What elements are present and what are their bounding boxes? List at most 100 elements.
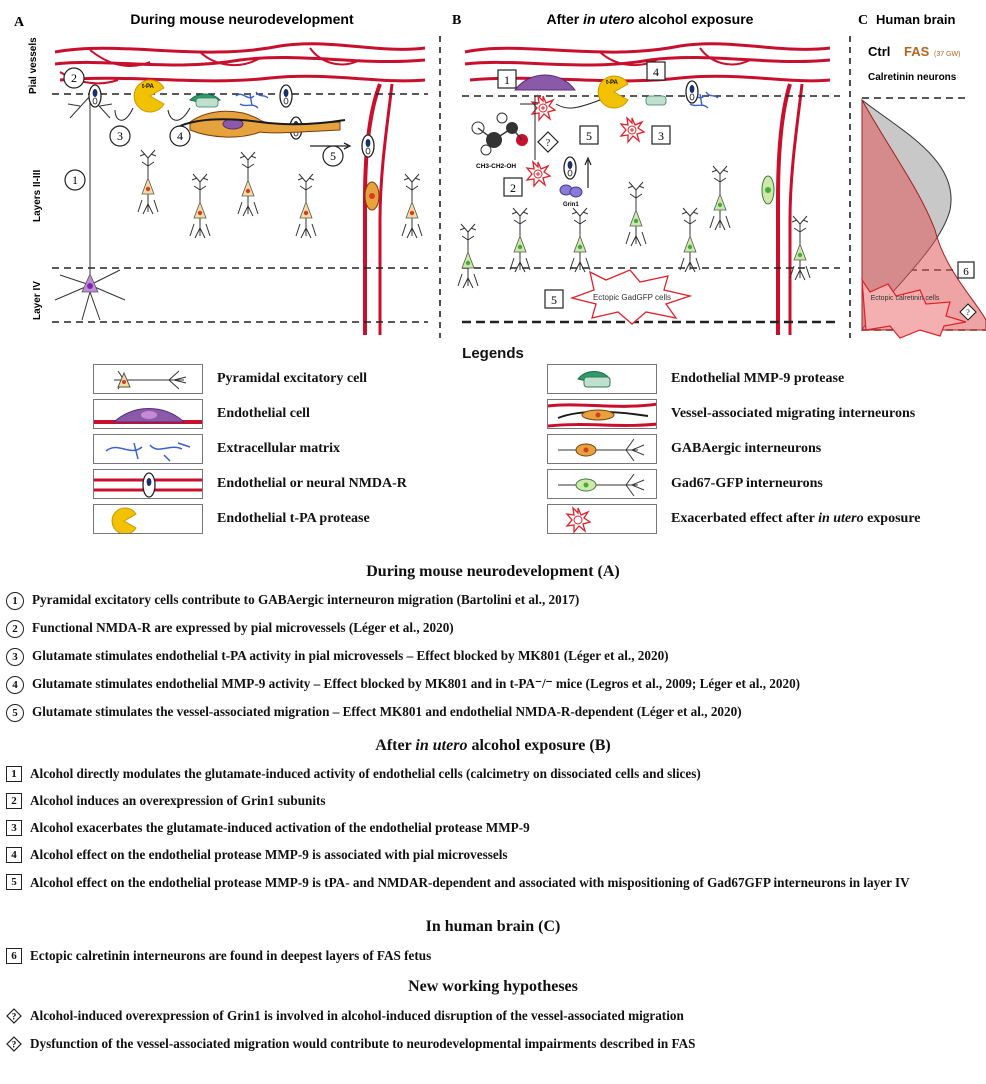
pyramidal-cell-icon: [93, 364, 203, 394]
section-hyp-item-2: ? Dysfunction of the vessel-associated m…: [6, 1036, 986, 1052]
extracellular-matrix-icon: [93, 434, 203, 464]
circle-marker-icon: 3: [6, 648, 24, 666]
mechanism-diagram: t-PA 2 3 4 5 1: [14, 11, 986, 339]
svg-text:?: ?: [12, 1012, 17, 1022]
marker-b-5-top: 5: [586, 129, 592, 143]
nmda-receptor-icon: [93, 469, 203, 499]
section-b-title: After in utero alcohol exposure (B): [375, 737, 611, 754]
legend-label-gad67: Gad67-GFP interneurons: [671, 476, 823, 491]
section-hyp-item-1: ? Alcohol-induced overexpression of Grin…: [6, 1008, 986, 1024]
gad67-gfp-interneuron-icon: [547, 469, 657, 499]
legend-item-ecm: Extracellular matrix: [93, 433, 340, 465]
panel-a: t-PA 2 3 4 5 1: [52, 42, 428, 335]
panel-b: B After in utero alcohol exposure t-PA: [452, 11, 840, 335]
migrating-interneuron-icon: [547, 399, 657, 429]
fas-distribution: [861, 98, 986, 331]
mmp9-a: [189, 93, 221, 108]
marker-b-2: 2: [510, 181, 516, 195]
panel-a-letter: A: [14, 15, 25, 30]
diamond-marker-icon: ?: [6, 1008, 22, 1024]
panel-b-title: After in utero alcohol exposure: [547, 11, 754, 27]
exacerbated-effect-icon: [547, 504, 657, 534]
legend-label-ecm: Extracellular matrix: [217, 441, 340, 456]
marker-a-3: 3: [117, 129, 123, 143]
ectopic-calretinin-label: Ectopic calretinin cells: [871, 295, 940, 302]
panel-c-ctrl: Ctrl: [868, 44, 890, 59]
legend-label-migrating: Vessel-associated migrating interneurons: [671, 406, 916, 421]
circle-marker-icon: 1: [6, 592, 24, 610]
marker-c-hypothesis: ?: [966, 308, 970, 317]
circle-marker-icon: 2: [6, 620, 24, 638]
legend-label-pyramidal: Pyramidal excitatory cell: [217, 371, 368, 386]
panel-b-letter: B: [452, 13, 461, 28]
legend-item-exacerbated: Exacerbated effect after in utero exposu…: [547, 503, 921, 535]
legend-label-tpa: Endothelial t-PA protease: [217, 511, 370, 526]
panel-c-letter: C: [858, 13, 868, 28]
square-marker-icon: 5: [6, 874, 22, 890]
tpa-label-a: t-PA: [142, 84, 155, 90]
marker-b-4: 4: [653, 65, 659, 79]
marker-b-hypothesis: ?: [546, 138, 551, 149]
legend-item-gabaergic: GABAergic interneurons: [547, 433, 821, 465]
ectopic-gad-burst: [569, 269, 693, 325]
pial-vessels-a: [54, 42, 426, 335]
marker-c-6: 6: [963, 266, 969, 278]
panel-c-fas: FAS: [904, 44, 930, 59]
marker-b-3: 3: [658, 129, 664, 143]
legend-item-nmda: Endothelial or neural NMDA-R: [93, 468, 407, 500]
marker-b-1: 1: [504, 73, 510, 87]
square-marker-icon: 3: [6, 820, 22, 836]
diamond-marker-icon: ?: [6, 1036, 22, 1052]
grin1-label: Grin1: [563, 202, 579, 208]
ethanol-molecule: CH3-CH2-OH: [471, 112, 528, 170]
legend-title: Legends: [462, 345, 524, 362]
endothelial-cell-icon: [93, 399, 203, 429]
circle-marker-icon: 4: [6, 676, 24, 694]
svg-text:?: ?: [12, 1040, 17, 1050]
panel-c-cells: Calretinin neurons: [868, 72, 957, 83]
panel-c: C Human brain Ctrl FAS (37 GW) Calretini…: [858, 12, 986, 339]
label-layer-4: Layer IV: [32, 281, 43, 320]
marker-a-4: 4: [177, 129, 183, 143]
gabaergic-interneuron-icon: [547, 434, 657, 464]
legend-label-gabaergic: GABAergic interneurons: [671, 441, 822, 456]
circle-marker-icon: 5: [6, 704, 24, 722]
label-pial-vessels: Pial vessels: [28, 37, 39, 94]
ethanol-formula: CH3-CH2-OH: [476, 163, 516, 170]
section-c-title: In human brain (C): [425, 918, 561, 935]
marker-a-5: 5: [330, 149, 336, 163]
marker-a-1: 1: [72, 173, 78, 187]
legend-item-tpa: Endothelial t-PA protease: [93, 503, 370, 535]
legend-item-migrating: Vessel-associated migrating interneurons: [547, 398, 915, 430]
legend-item-mmp9: Endothelial MMP-9 protease: [547, 363, 844, 395]
legend-label-endothelial: Endothelial cell: [217, 406, 310, 421]
square-marker-icon: 4: [6, 847, 22, 863]
panel-a-title: During mouse neurodevelopment: [130, 11, 354, 27]
square-marker-icon: 1: [6, 766, 22, 782]
section-a-title: During mouse neurodevelopment (A): [366, 563, 620, 580]
label-layers-2-3: Layers II-III: [32, 170, 43, 222]
legend-label-exacerbated: Exacerbated effect after in utero exposu…: [671, 511, 921, 526]
legend-label-nmda: Endothelial or neural NMDA-R: [217, 476, 407, 491]
legend-item-endothelial: Endothelial cell: [93, 398, 310, 430]
panel-c-fas-gw: (37 GW): [934, 51, 960, 58]
tpa-label-b: t-PA: [606, 80, 619, 86]
marker-b-5: 5: [551, 293, 557, 307]
marker-a-2: 2: [71, 71, 77, 85]
legend-label-mmp9: Endothelial MMP-9 protease: [671, 371, 845, 386]
section-hyp-title: New working hypotheses: [408, 978, 578, 995]
legend-item-pyramidal: Pyramidal excitatory cell: [93, 363, 367, 395]
tpa-protease-icon: [93, 504, 203, 534]
panel-c-title: Human brain: [876, 12, 956, 27]
mmp9-protease-icon: [547, 364, 657, 394]
